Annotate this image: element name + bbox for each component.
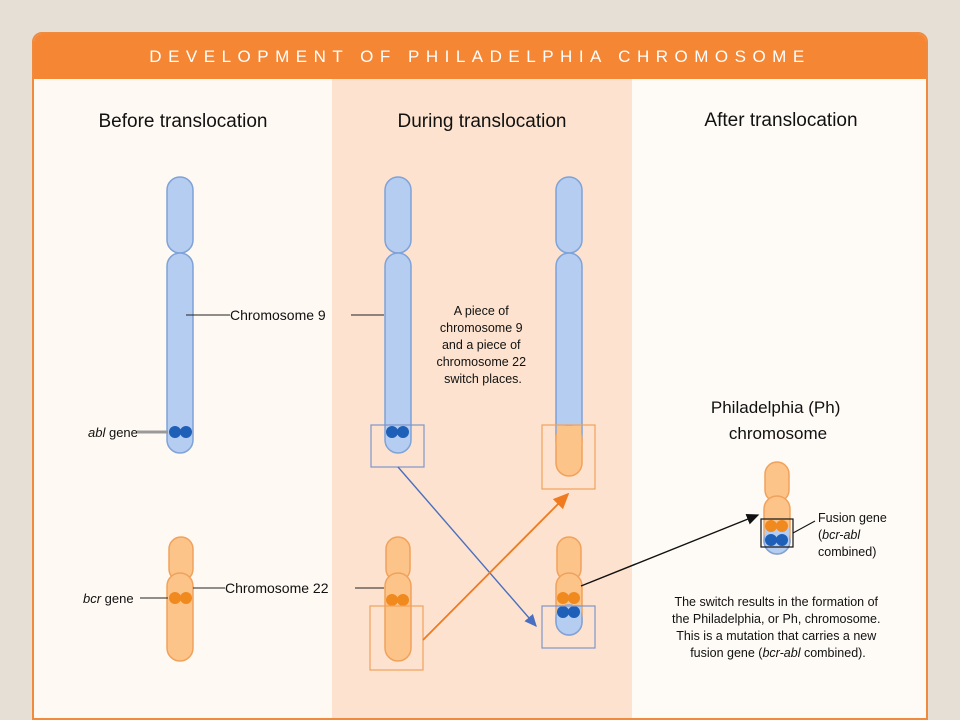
diagram-title: DEVELOPMENT OF PHILADELPHIA CHROMOSOME	[34, 34, 926, 79]
heading-before: Before translocation	[98, 111, 268, 132]
bcr-gene-label: bcr gene	[83, 591, 134, 606]
column-after: After translocation	[632, 79, 926, 718]
blue-swap-arrow	[397, 466, 537, 628]
during-received-9-piece-box	[541, 605, 596, 649]
result-text: The switch results in the formation of t…	[672, 595, 884, 660]
fusion-gene-detail: (bcr-abl combined)	[818, 528, 876, 559]
fusion-gene-leader	[792, 520, 816, 534]
during-chr22-piece-box	[369, 605, 424, 671]
to-ph-chromosome-arrow	[580, 513, 760, 587]
heading-after: After translocation	[704, 110, 858, 131]
fusion-gene-label: Fusion gene	[818, 511, 887, 525]
chromosome-9-label: Chromosome 9	[230, 307, 326, 323]
chromosome-22-label: Chromosome 22	[225, 580, 329, 596]
during-bcr-gene-dots	[386, 594, 409, 606]
during-derivative-chromosome-22	[555, 536, 583, 636]
during-abl-gene-dots	[386, 426, 409, 438]
philadelphia-chromosome	[763, 461, 791, 555]
before-abl-gene-dots	[169, 426, 192, 438]
before-bcr-gene-dots	[169, 592, 192, 604]
orange-swap-arrow	[422, 492, 570, 641]
swap-note: A piece of chromosome 9 and a piece of c…	[436, 304, 529, 386]
during-chr9-piece-box	[370, 424, 425, 468]
during-received-22-piece-box	[541, 424, 596, 490]
abl-gene-label: abl gene	[88, 425, 138, 440]
heading-during: During translocation	[397, 111, 567, 132]
before-chromosome-9	[166, 176, 194, 454]
during-chromosome-9	[384, 176, 412, 454]
ph-chromosome-title: Philadelphia (Ph) chromosome	[711, 398, 845, 443]
during-derivative-chromosome-9	[555, 176, 583, 477]
